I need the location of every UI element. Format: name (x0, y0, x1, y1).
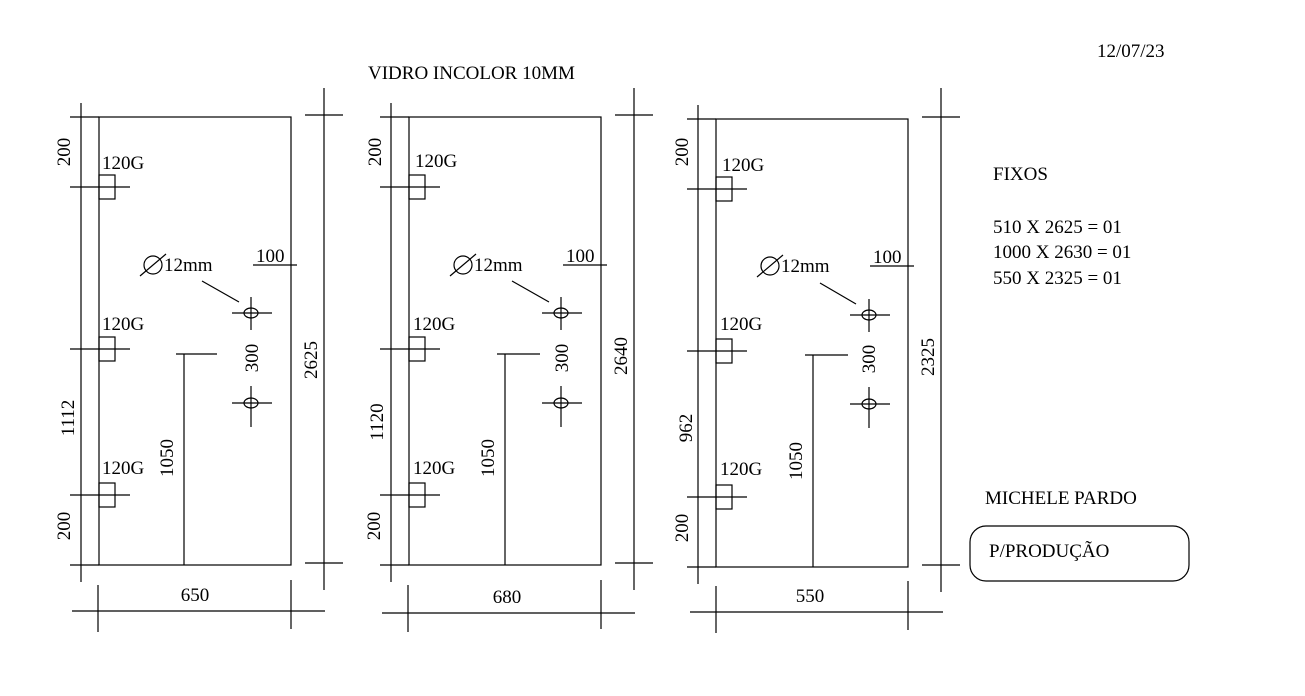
door-panel-3: 120G 120G 120G 200 962 200 1050 300 100 … (672, 88, 960, 633)
hinge-label: 120G (102, 314, 145, 335)
hinge-notch (408, 174, 426, 200)
hinge-label: 120G (413, 314, 456, 335)
drawing-date: 12/07/23 (1097, 41, 1165, 62)
top-margin-dimension: 200 (54, 138, 75, 167)
door-panel-2: 120G 120G 120G 200 1120 200 1050 300 100… (364, 88, 653, 632)
hinge-label: 120G (102, 153, 145, 174)
hole-spacing-dimension: 300 (552, 344, 573, 373)
fixos-item: 510 X 2625 = 01 (993, 217, 1122, 238)
width-dimension: 550 (796, 586, 825, 607)
hinge-notch (715, 484, 733, 510)
hinge-notch (408, 482, 426, 508)
hinge-notch (715, 176, 733, 202)
glass-outline (715, 118, 909, 568)
fixos-item: 550 X 2325 = 01 (993, 268, 1122, 289)
hole-offset-dimension: 100 (873, 247, 902, 268)
leader-line (201, 280, 240, 303)
leader-line (819, 282, 857, 305)
width-dimension: 650 (181, 585, 210, 606)
hole-offset-dimension: 100 (256, 246, 285, 267)
client-name: MICHELE PARDO (985, 488, 1137, 509)
fixos-item: 1000 X 2630 = 01 (993, 242, 1131, 263)
hinge-notch (98, 482, 116, 508)
hinge-notch (98, 336, 116, 362)
bottom-margin-dimension: 200 (672, 514, 693, 543)
handle-height-dimension: 1050 (157, 439, 178, 477)
hinge-label: 120G (722, 155, 765, 176)
height-dimension: 2625 (301, 341, 322, 379)
width-dimension: 680 (493, 587, 522, 608)
hinge-label: 120G (413, 458, 456, 479)
middle-span-dimension: 962 (676, 414, 697, 443)
handle-height-dimension: 1050 (478, 439, 499, 477)
hole-diameter-label: 12mm (474, 255, 523, 276)
top-margin-dimension: 200 (672, 138, 693, 167)
hole-diameter-label: 12mm (781, 256, 830, 277)
leader-line (511, 280, 550, 303)
hinge-notch (715, 338, 733, 364)
hinge-label: 120G (720, 314, 763, 335)
handle-height-dimension: 1050 (786, 442, 807, 480)
fixos-list: FIXOS 510 X 2625 = 01 1000 X 2630 = 01 5… (993, 164, 1131, 289)
bottom-margin-dimension: 200 (54, 512, 75, 541)
diameter-symbol (760, 256, 780, 276)
bottom-margin-dimension: 200 (364, 512, 385, 541)
drawing-title: VIDRO INCOLOR 10MM (368, 63, 575, 84)
hole-diameter-label: 12mm (164, 255, 213, 276)
hole-spacing-dimension: 300 (242, 344, 263, 373)
status-box (969, 525, 1190, 582)
status-label: P/PRODUÇÃO (989, 540, 1109, 562)
diameter-symbol (143, 255, 163, 275)
top-margin-dimension: 200 (365, 138, 386, 167)
hole-offset-dimension: 100 (566, 246, 595, 267)
middle-span-dimension: 1120 (367, 403, 388, 440)
diameter-symbol (453, 255, 473, 275)
hinge-label: 120G (415, 151, 458, 172)
fixos-title: FIXOS (993, 164, 1048, 185)
hole-spacing-dimension: 300 (859, 345, 880, 374)
hinge-label: 120G (720, 459, 763, 480)
hinge-label: 120G (102, 458, 145, 479)
middle-span-dimension: 1112 (58, 400, 79, 437)
door-panel-1: 120G 120G 120G 200 1112 200 1050 300 100… (54, 88, 343, 632)
height-dimension: 2640 (611, 337, 632, 375)
hinge-notch (408, 336, 426, 362)
height-dimension: 2325 (918, 338, 939, 376)
hinge-notch (98, 174, 116, 200)
glass-outline (98, 116, 292, 566)
